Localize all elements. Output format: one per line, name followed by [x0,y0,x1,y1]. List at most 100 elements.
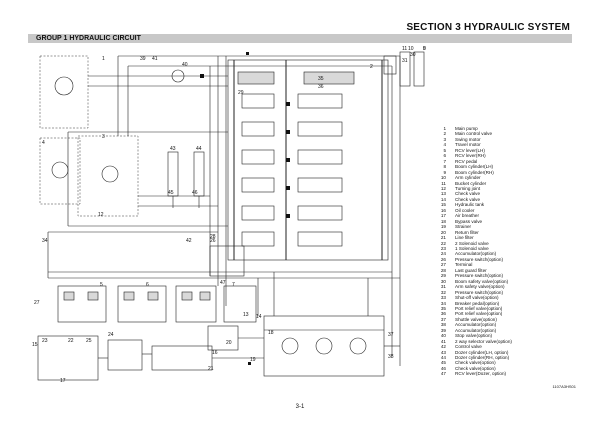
legend-item-number: 18 [440,218,446,224]
legend-item-text: Accumulator(option) [455,322,497,328]
legend-item-text: RCV pedal [455,158,478,164]
legend-item-number: 19 [440,224,446,230]
legend-item-number: 27 [440,262,446,268]
legend-item-number: 9 [443,169,446,175]
legend-item-number: 16 [440,207,446,213]
callout-47: 47 [220,280,226,286]
legend-item-number: 7 [443,158,446,164]
callout-40: 40 [182,62,188,68]
legend-item-number: 47 [440,371,446,377]
callout-4: 4 [42,140,45,146]
legend-item-number: 28 [440,267,446,273]
legend-item-text: Breaker pedal(option) [455,300,500,306]
legend-item-number: 44 [440,355,446,361]
legend-item-number: 32 [440,289,446,295]
legend-item-number: 10 [440,175,446,181]
callout-42: 42 [186,238,192,244]
legend-item-text: Line filter [455,235,474,241]
callout-25: 25 [86,338,92,344]
callout-45: 45 [168,190,174,196]
legend-item: 19 Strainer [432,224,582,229]
callout-36: 36 [318,84,324,90]
callout-16: 16 [212,350,218,356]
legend-item-number: 40 [440,333,446,339]
page-number: 3-1 [295,404,305,410]
callout-44: 44 [196,146,202,152]
legend-item-text: Bucket cylinder [455,180,487,186]
legend-item-number: 22 [440,240,446,246]
legend-item-text: Accumulator(option) [455,327,497,333]
callout-18: 18 [268,330,274,336]
legend-item: 21 Line filter [432,235,582,240]
callout-34: 34 [42,238,48,244]
callout-46: 46 [192,190,198,196]
callout-23: 23 [42,338,48,344]
legend-item-text: Arm cylinder [455,175,481,181]
legend-item-number: 17 [440,213,446,219]
legend-item-text: Dozer cylinder(LH, option) [455,349,509,355]
legend-item-number: 33 [440,295,446,301]
legend-item-number: 21 [440,235,446,241]
legend-item: 10 Arm cylinder [432,175,582,180]
callout-3: 3 [102,134,105,140]
legend-item-number: 2 [443,131,446,137]
legend-item: 27 Terminal [432,262,582,267]
legend-item-text: Terminal [455,262,473,268]
legend-item-text: Dozer cylinder(RH, option) [455,355,510,361]
legend-item-text: Travel motor [455,142,481,148]
callout-29: 29 [238,90,244,96]
legend-item-text: 2 Solenoid valve [455,240,489,246]
callout-labels: 1 2 3 4 5 6 7 8 9 10 11 12 13 14 15 16 1… [32,46,426,384]
legend-item-number: 11 [441,180,446,186]
legend-item-text: Strainer [455,224,472,230]
callout-38: 38 [388,354,394,360]
legend-item-text: Check valve [455,196,481,202]
callout-10: 10 [408,46,414,52]
legend-item-text: Boom cylinder(RH) [455,169,494,175]
callout-21: 21 [208,366,214,372]
legend-item-number: 24 [440,251,446,257]
callout-26: 26 [210,238,216,244]
legend-item-text: Arm safety valve(option) [455,284,505,290]
legend-item-number: 39 [440,327,446,333]
legend-item-number: 30 [440,278,446,284]
callout-39: 39 [140,56,146,62]
legend-item-number: 15 [440,202,446,208]
group-title: GROUP 1 HYDRAULIC CIRCUIT [36,35,141,42]
legend-item-text: Swing motor [455,136,481,142]
callout-13: 13 [243,312,249,318]
legend-item-text: Oil cooler [455,207,475,213]
legend-item-number: 45 [440,360,446,366]
legend-item-number: 41 [440,338,446,344]
callout-5: 5 [100,282,103,288]
legend-item-text: Main control valve [455,131,493,137]
callout-27: 27 [34,300,40,306]
legend-item: 34 Breaker pedal(option) [432,301,582,306]
callout-30: 30 [410,52,416,58]
document-code: 1107A3HS01 [552,384,577,389]
legend-item: 7 RCV pedal [432,159,582,164]
legend-item-number: 35 [440,305,446,311]
legend-item: 11 Bucket cylinder [432,181,582,186]
legend-item-text: Check valve(option) [455,365,496,371]
callout-28: 28 [210,234,216,240]
legend-item-number: 38 [440,322,446,328]
legend-item-number: 34 [440,300,446,306]
legend-item-number: 31 [440,284,446,290]
legend-item-number: 6 [443,153,446,159]
legend-item-number: 13 [440,191,446,197]
legend-item: 22 2 Solenoid valve [432,241,582,246]
